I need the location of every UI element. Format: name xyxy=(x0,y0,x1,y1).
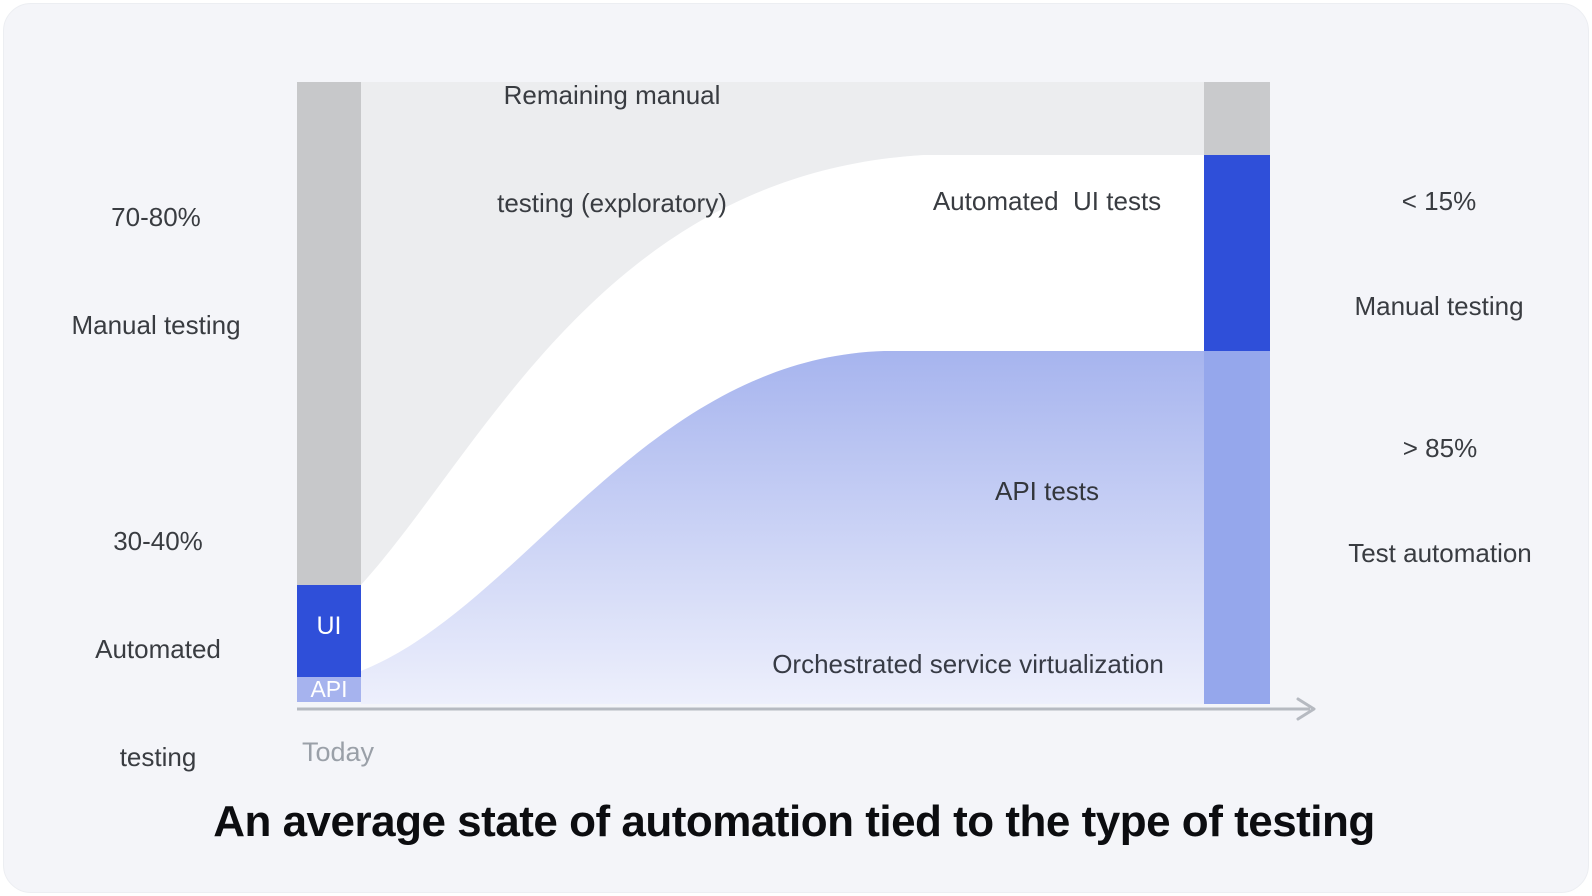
label-automated-ui-tests: Automated UI tests xyxy=(932,186,1162,216)
flow-remaining-manual xyxy=(297,82,1270,585)
right-bar-manual-segment xyxy=(1204,82,1270,155)
flow-api-tests xyxy=(361,351,1270,704)
left-bar-api-segment xyxy=(297,677,361,702)
label-remaining-manual-line2: testing (exploratory) xyxy=(497,188,727,218)
right-manual-percent: < 15% xyxy=(1401,186,1477,216)
left-bar-ui-segment xyxy=(297,585,361,677)
right-bar-automated-ui-segment xyxy=(1204,155,1270,351)
left-bar-api-label: API xyxy=(310,676,348,702)
flow-automated-ui xyxy=(361,155,1270,671)
label-remaining-manual-line1: Remaining manual xyxy=(503,80,721,110)
label-orchestrated-service-virtualization: Orchestrated service virtualization xyxy=(772,649,1164,679)
axis-today-label: Today xyxy=(301,737,375,767)
sankey-canvas xyxy=(297,82,1316,721)
left-automated-label-line2: testing xyxy=(119,742,197,772)
right-manual-label: Manual testing xyxy=(1354,291,1524,321)
label-remaining-manual: Remaining manual testing (exploratory) xyxy=(497,5,727,293)
left-manual-label: Manual testing xyxy=(71,310,241,340)
right-automation-label: Test automation xyxy=(1348,538,1532,568)
chart-title: An average state of automation tied to t… xyxy=(213,797,1375,846)
label-api-tests: API tests xyxy=(994,476,1100,506)
left-bar-manual-segment xyxy=(297,82,361,585)
left-annotation-manual-testing: 70-80% Manual testing xyxy=(71,127,240,415)
right-annotation-manual-testing: < 15% Manual testing xyxy=(1354,114,1523,394)
left-annotation-automated-testing: 30-40% Automated testing xyxy=(95,451,221,847)
right-automation-percent: > 85% xyxy=(1402,433,1478,463)
left-manual-percent: 70-80% xyxy=(111,202,201,232)
axis-arrow-icon xyxy=(1296,697,1316,721)
right-annotation-test-automation: > 85% Test automation xyxy=(1348,361,1532,641)
left-automated-percent: 30-40% xyxy=(113,526,203,556)
right-bar-api-tests-segment xyxy=(1204,351,1270,704)
left-bar-ui-label: UI xyxy=(316,612,342,640)
left-automated-label-line1: Automated xyxy=(95,634,221,664)
chart-panel: Remaining manual testing (exploratory) A… xyxy=(3,3,1589,893)
